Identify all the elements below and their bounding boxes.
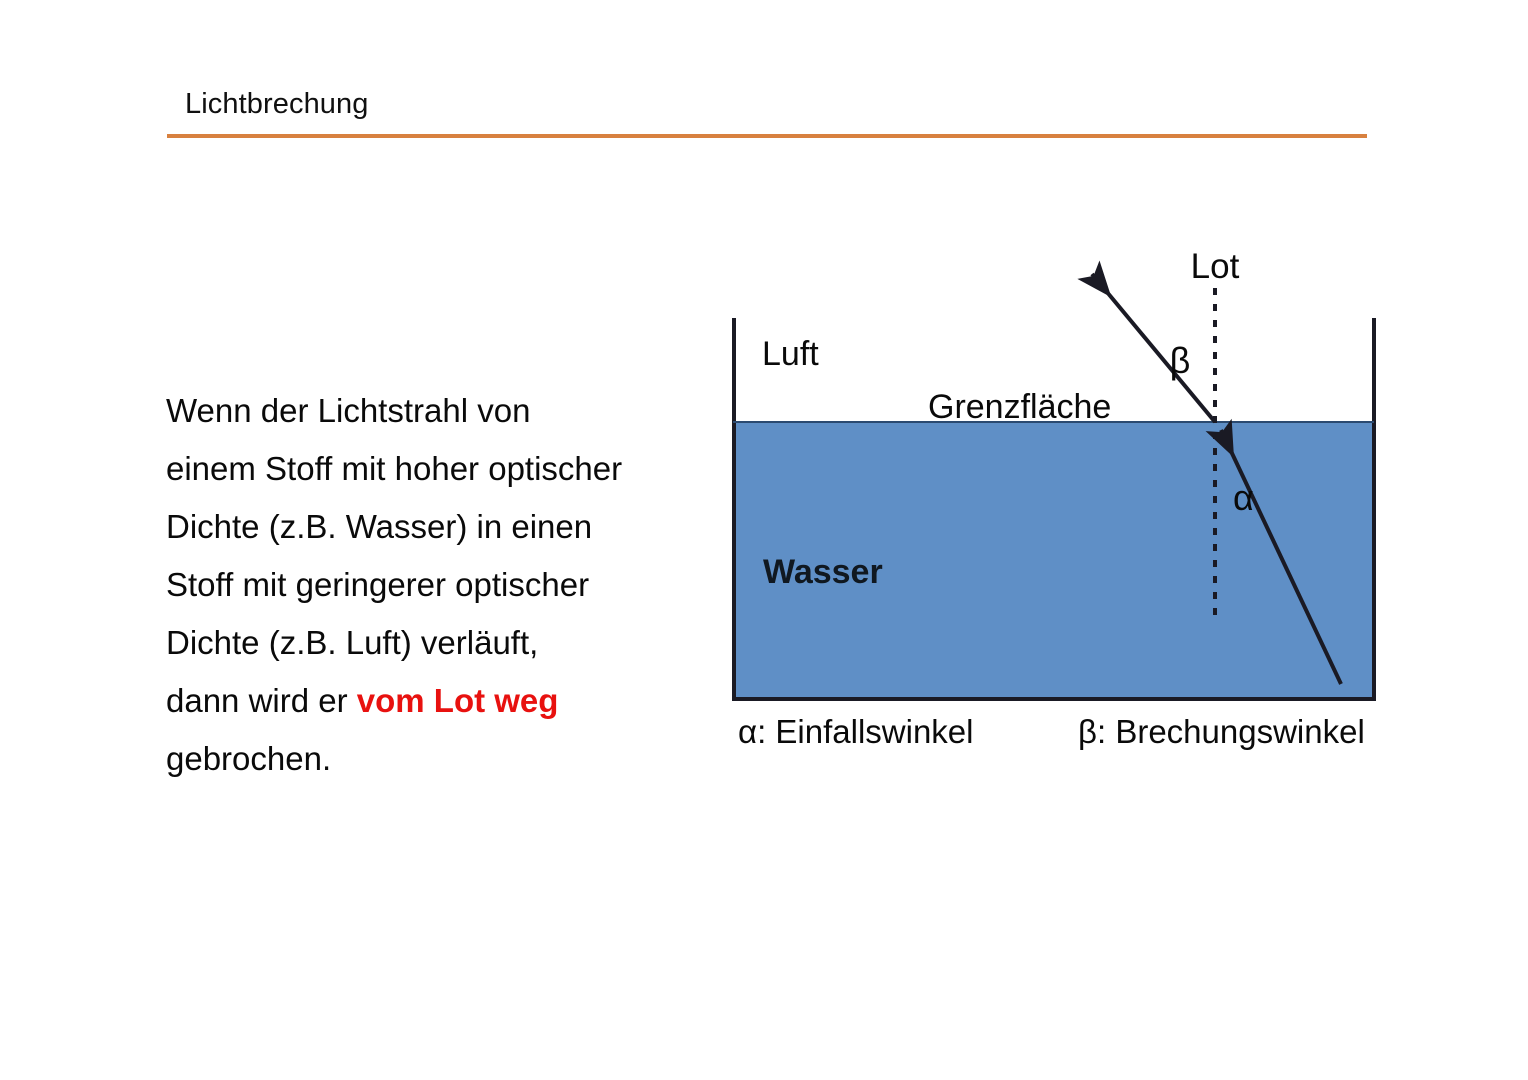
- title-underline-divider: [167, 134, 1367, 138]
- page-title: Lichtbrechung: [185, 88, 369, 120]
- refracted-ray-in-air: [1077, 260, 1217, 424]
- body-line-6: dann wird er vom Lot weg: [166, 672, 726, 730]
- body-line-3: Dichte (z.B. Wasser) in einen: [166, 508, 593, 545]
- body-line-2: einem Stoff mit hoher optischer: [166, 450, 623, 487]
- body-line-4: Stoff mit geringerer optischer: [166, 566, 590, 603]
- label-angle-beta: β: [1170, 340, 1191, 381]
- body-line-5: Dichte (z.B. Luft) verläuft,: [166, 624, 539, 661]
- body-line-7: gebrochen.: [166, 740, 332, 777]
- refraction-diagram: Lot Luft Grenzfläche Wasser β α α: Einfa…: [700, 230, 1420, 770]
- label-angle-alpha: α: [1233, 477, 1254, 518]
- label-grenzflaeche: Grenzfläche: [928, 388, 1111, 426]
- label-luft: Luft: [762, 335, 819, 373]
- caption-alpha-einfallswinkel: α: Einfallswinkel: [738, 713, 974, 750]
- body-paragraph: Wenn der Lichtstrahl von einem Stoff mit…: [166, 382, 726, 788]
- slide-title-block: Lichtbrechung: [167, 88, 1367, 148]
- incident-ray-in-water: [1205, 418, 1343, 685]
- water-region: [733, 422, 1374, 700]
- label-wasser: Wasser: [763, 553, 883, 591]
- label-lot: Lot: [1191, 247, 1240, 286]
- body-line-6-text: dann wird er: [166, 682, 357, 719]
- body-line-1: Wenn der Lichtstrahl von: [166, 392, 531, 429]
- body-emphasis-vom-lot-weg: vom Lot weg: [356, 682, 559, 719]
- caption-beta-brechungswinkel: β: Brechungswinkel: [1078, 713, 1365, 750]
